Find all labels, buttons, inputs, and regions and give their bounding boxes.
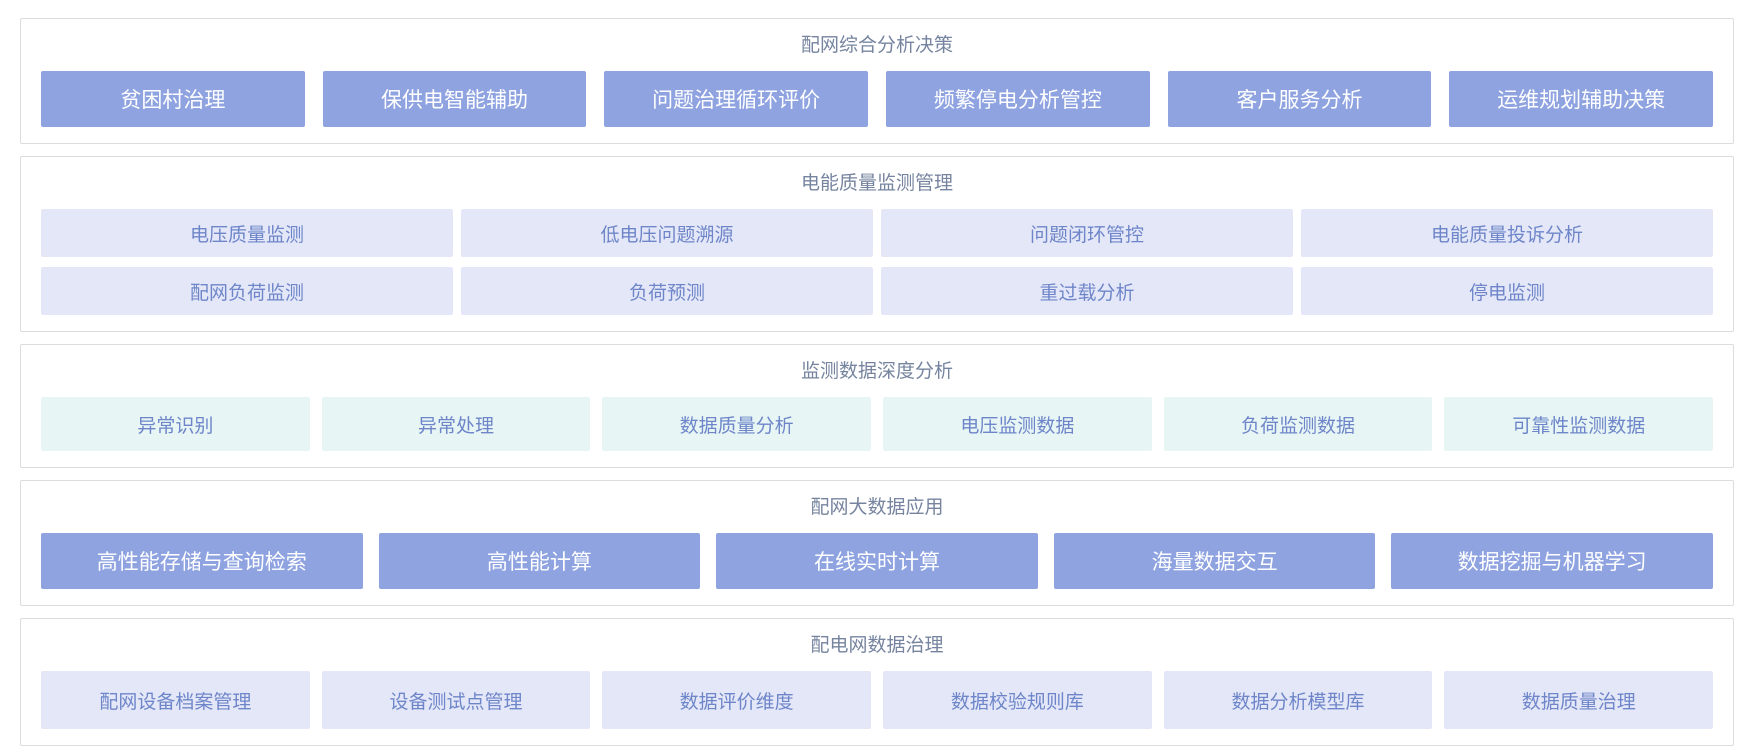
- module-button[interactable]: 配网负荷监测: [41, 267, 453, 315]
- section-title: 电能质量监测管理: [800, 173, 953, 194]
- section-panel: 配网大数据应用 高性能存储与查询检索高性能计算在线实时计算海量数据交互数据挖掘与…: [20, 480, 1734, 606]
- module-button[interactable]: 数据挖掘与机器学习: [1391, 533, 1713, 589]
- module-button[interactable]: 高性能存储与查询检索: [41, 533, 363, 589]
- module-button[interactable]: 高性能计算: [378, 533, 701, 589]
- section-title: 配网综合分析决策: [800, 35, 953, 56]
- module-button[interactable]: 在线实时计算: [716, 533, 1038, 589]
- section-panel: 电能质量监测管理 电压质量监测低电压问题溯源问题闭环管控电能质量投诉分析配网负荷…: [20, 156, 1734, 332]
- module-button[interactable]: 数据质量治理: [1444, 671, 1714, 729]
- module-button[interactable]: 停电监测: [1301, 267, 1713, 315]
- module-button[interactable]: 异常识别: [41, 397, 310, 451]
- section-title: 配电网数据治理: [810, 635, 944, 656]
- module-button[interactable]: 电压质量监测: [41, 209, 453, 257]
- section-rows: 贫困村治理保供电智能辅助问题治理循环评价频繁停电分析管控客户服务分析运维规划辅助…: [41, 71, 1714, 127]
- module-button[interactable]: 可靠性监测数据: [1444, 397, 1714, 451]
- section-title: 配网大数据应用: [810, 497, 944, 518]
- module-button[interactable]: 海量数据交互: [1053, 533, 1376, 589]
- section-panel: 配网综合分析决策 贫困村治理保供电智能辅助问题治理循环评价频繁停电分析管控客户服…: [20, 18, 1734, 144]
- module-button[interactable]: 异常处理: [321, 397, 591, 451]
- module-button[interactable]: 数据分析模型库: [1163, 671, 1433, 729]
- module-button[interactable]: 运维规划辅助决策: [1449, 71, 1714, 127]
- module-button[interactable]: 问题闭环管控: [881, 209, 1293, 257]
- button-row: 贫困村治理保供电智能辅助问题治理循环评价频繁停电分析管控客户服务分析运维规划辅助…: [41, 71, 1714, 127]
- module-button[interactable]: 重过载分析: [881, 267, 1293, 315]
- module-button[interactable]: 设备测试点管理: [321, 671, 591, 729]
- module-button[interactable]: 负荷监测数据: [1163, 397, 1433, 451]
- section-rows: 高性能存储与查询检索高性能计算在线实时计算海量数据交互数据挖掘与机器学习: [41, 533, 1713, 589]
- section-panel: 监测数据深度分析 异常识别异常处理数据质量分析电压监测数据负荷监测数据可靠性监测…: [20, 344, 1734, 468]
- module-button[interactable]: 数据评价维度: [602, 671, 872, 729]
- button-row: 异常识别异常处理数据质量分析电压监测数据负荷监测数据可靠性监测数据: [41, 397, 1714, 451]
- module-button[interactable]: 电压监测数据: [883, 397, 1152, 451]
- module-button[interactable]: 问题治理循环评价: [604, 71, 869, 127]
- module-button[interactable]: 贫困村治理: [41, 71, 305, 127]
- module-button[interactable]: 负荷预测: [461, 267, 873, 315]
- module-button[interactable]: 电能质量投诉分析: [1301, 209, 1713, 257]
- module-button[interactable]: 客户服务分析: [1167, 71, 1432, 127]
- module-button[interactable]: 低电压问题溯源: [461, 209, 873, 257]
- button-row: 配网负荷监测负荷预测重过载分析停电监测: [41, 267, 1713, 315]
- section-title: 监测数据深度分析: [800, 361, 953, 382]
- application-board: 配网综合分析决策 贫困村治理保供电智能辅助问题治理循环评价频繁停电分析管控客户服…: [20, 18, 1734, 746]
- module-button[interactable]: 配网设备档案管理: [41, 671, 310, 729]
- module-button[interactable]: 数据校验规则库: [883, 671, 1152, 729]
- button-row: 高性能存储与查询检索高性能计算在线实时计算海量数据交互数据挖掘与机器学习: [41, 533, 1713, 589]
- section-rows: 配网设备档案管理设备测试点管理数据评价维度数据校验规则库数据分析模型库数据质量治…: [41, 671, 1714, 729]
- module-button[interactable]: 频繁停电分析管控: [886, 71, 1150, 127]
- button-row: 电压质量监测低电压问题溯源问题闭环管控电能质量投诉分析: [41, 209, 1713, 257]
- section-rows: 电压质量监测低电压问题溯源问题闭环管控电能质量投诉分析配网负荷监测负荷预测重过载…: [41, 209, 1713, 315]
- module-button[interactable]: 数据质量分析: [602, 397, 872, 451]
- section-rows: 异常识别异常处理数据质量分析电压监测数据负荷监测数据可靠性监测数据: [41, 397, 1714, 451]
- module-button[interactable]: 保供电智能辅助: [322, 71, 587, 127]
- section-panel: 配电网数据治理 配网设备档案管理设备测试点管理数据评价维度数据校验规则库数据分析…: [20, 618, 1734, 746]
- button-row: 配网设备档案管理设备测试点管理数据评价维度数据校验规则库数据分析模型库数据质量治…: [41, 671, 1714, 729]
